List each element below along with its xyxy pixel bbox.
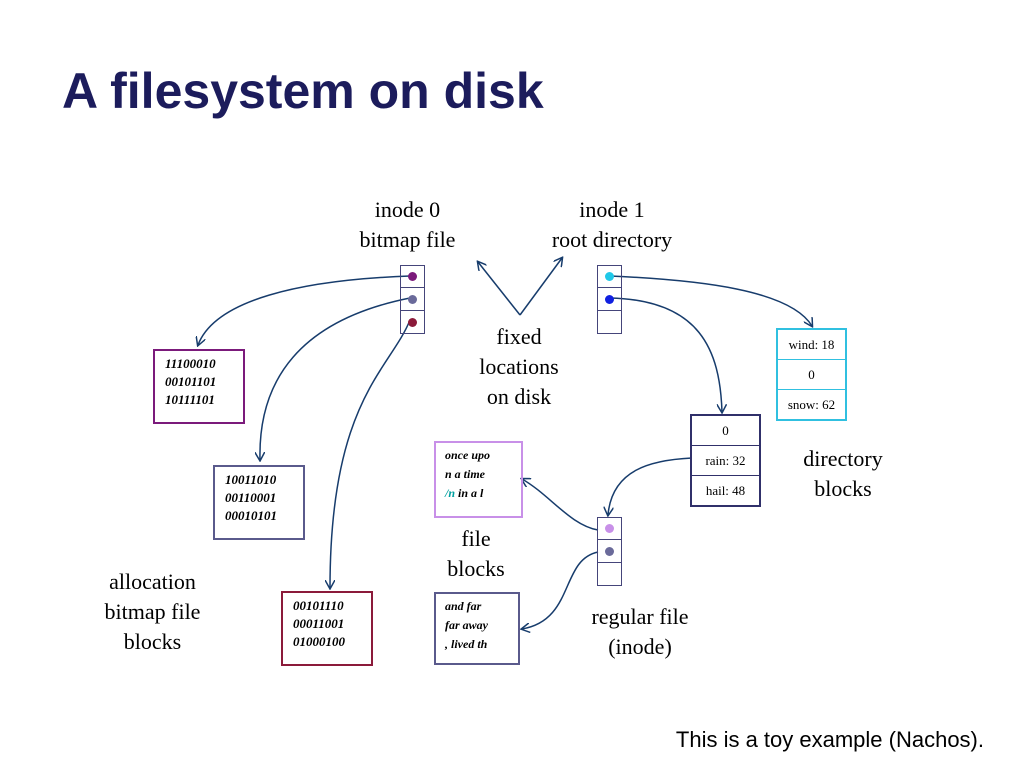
file-block-2: and far far away , lived th [434, 592, 520, 665]
newline-marker: /n [445, 486, 456, 500]
arrow-fixed-to-inode0 [478, 262, 521, 316]
pointer-dot [605, 524, 614, 533]
inode0-slot [400, 311, 425, 334]
inode0-block [400, 265, 425, 334]
arrow-fixed-to-inode1 [519, 258, 562, 316]
file-block-line: far away [445, 618, 488, 632]
arrow-inode0-to-block3 [330, 319, 411, 588]
directory-entry: 0 [778, 359, 845, 389]
pointer-dot [605, 546, 614, 556]
directory-entry: hail: 48 [692, 475, 759, 505]
bitmap-block-2: 10011010 00110001 00010101 [213, 465, 305, 540]
directory-entry: snow: 62 [778, 389, 845, 419]
directory-entry: 0 [722, 423, 729, 438]
arrow-inode0-to-block2 [260, 297, 411, 460]
file-block-line: n a time [445, 467, 486, 481]
arrow-file-inode-to-block2 [522, 551, 599, 629]
pointer-dot [408, 317, 417, 327]
pointer-dot [605, 294, 614, 304]
file-block-line: /n in a l [445, 484, 512, 503]
label-regular-file: regular file (inode) [591, 604, 689, 659]
label-directory-blocks: directory blocks [803, 446, 883, 501]
inode1-block [597, 265, 622, 334]
inode0-slot [400, 288, 425, 311]
file-block-line: and far [445, 599, 482, 613]
directory-block-small: 0 rain: 32 hail: 48 [690, 414, 761, 507]
directory-entry: rain: 32 [692, 445, 759, 475]
file-inode-slot [597, 517, 622, 540]
file-block-line: , lived th [445, 637, 488, 651]
file-block-1: once upo n a time /n in a l [434, 441, 523, 518]
label-inode1: inode 1 root directory [551, 197, 673, 252]
label-file-blocks: file blocks [447, 526, 505, 581]
arrow-rain-to-file-inode [608, 457, 693, 515]
slide-title: A filesystem on disk [62, 63, 544, 119]
bitmap-block-1: 11100010 00101101 10111101 [153, 349, 245, 424]
pointer-dot [408, 272, 417, 281]
pointer-dot [605, 272, 614, 281]
file-inode-slot [597, 563, 622, 586]
inode1-slot [597, 311, 622, 334]
arrow-inode1-to-dir-small [609, 297, 722, 412]
file-block-text: in a l [455, 486, 484, 500]
label-inode0: inode 0 bitmap file [359, 197, 456, 252]
file-inode-block [597, 517, 622, 586]
inode1-slot [597, 265, 622, 288]
inode1-slot [597, 288, 622, 311]
pointer-dot [408, 294, 417, 304]
bitmap-block-3: 00101110 00011001 01000100 [281, 591, 373, 666]
label-allocation-bitmap: allocation bitmap file blocks [104, 569, 201, 654]
file-inode-slot [597, 540, 622, 563]
arrow-inode1-to-dir-right [609, 275, 812, 326]
directory-block-right: wind: 18 0 snow: 62 [776, 328, 847, 421]
inode0-slot [400, 265, 425, 288]
arrow-inode0-to-block1 [198, 275, 411, 345]
directory-entry: wind: 18 [788, 337, 835, 352]
label-fixed-locations: fixed locations on disk [479, 324, 559, 409]
file-block-line: once upo [445, 448, 490, 462]
arrow-file-inode-to-block1 [522, 479, 599, 531]
footer-note: This is a toy example (Nachos). [675, 727, 984, 752]
